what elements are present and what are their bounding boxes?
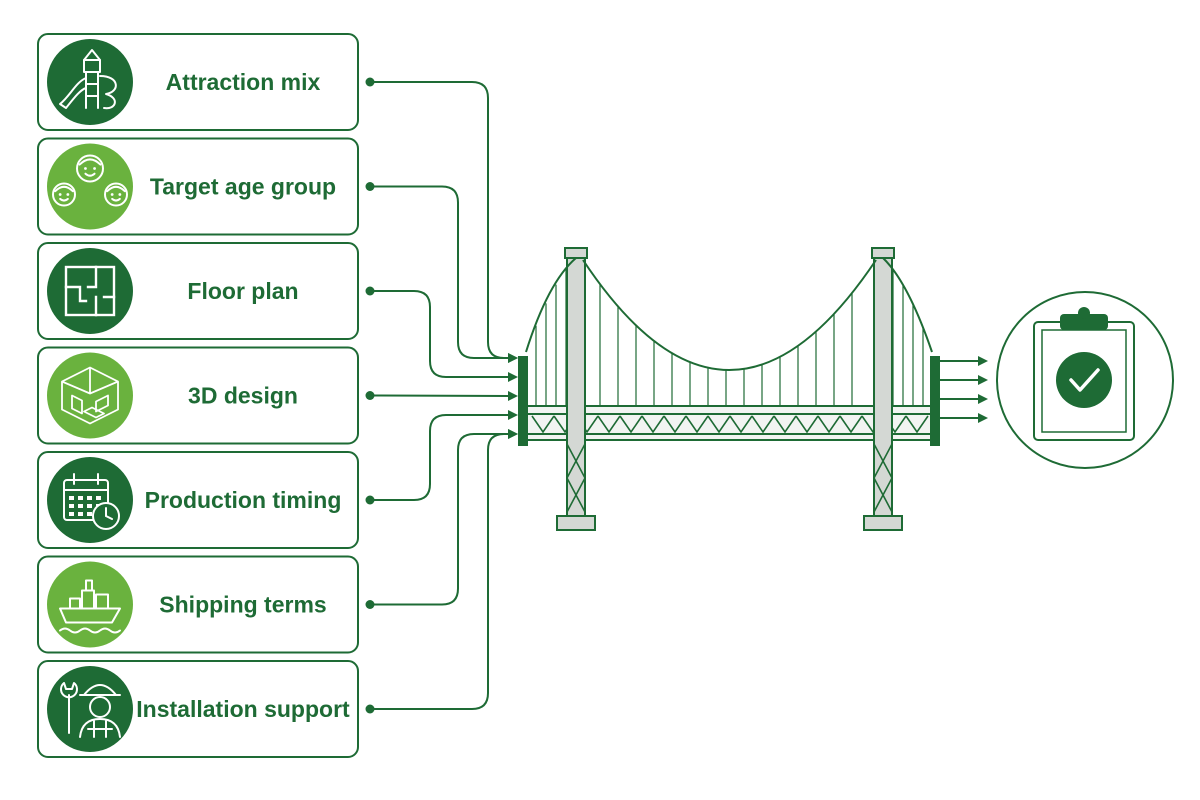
connector-line [370, 429, 518, 710]
connector-lines [365, 77, 518, 714]
input-card: Installation support [37, 660, 359, 758]
connector-line [369, 390, 518, 401]
3d-room-icon [47, 352, 133, 439]
suspension-bridge-icon [518, 247, 940, 531]
connector-line [370, 429, 518, 606]
input-card: Shipping terms [37, 555, 359, 654]
connector-line [370, 81, 518, 363]
input-card: Floor plan [37, 242, 359, 340]
connector-line [370, 410, 518, 501]
card-label: Production timing [145, 487, 342, 513]
children-faces-icon [47, 143, 133, 230]
card-label: Target age group [150, 174, 336, 200]
connector-line [370, 185, 518, 363]
card-label: Floor plan [187, 278, 298, 304]
input-card: 3D design [37, 346, 359, 445]
input-card: Target age group [37, 137, 359, 236]
playground-slide-icon [47, 39, 133, 125]
clipboard-check-icon [996, 291, 1174, 469]
card-label: Shipping terms [159, 592, 326, 618]
worker-wrench-icon [47, 666, 133, 752]
cargo-ship-icon [47, 561, 133, 648]
calendar-clock-icon [47, 457, 133, 543]
card-label: Attraction mix [166, 69, 321, 95]
card-label: 3D design [188, 383, 298, 409]
connector-line [370, 290, 518, 382]
output-arrows [940, 356, 988, 423]
input-card: Attraction mix [37, 33, 359, 131]
input-card: Production timing [37, 451, 359, 549]
floor-plan-icon [47, 248, 133, 334]
card-label: Installation support [136, 696, 350, 722]
